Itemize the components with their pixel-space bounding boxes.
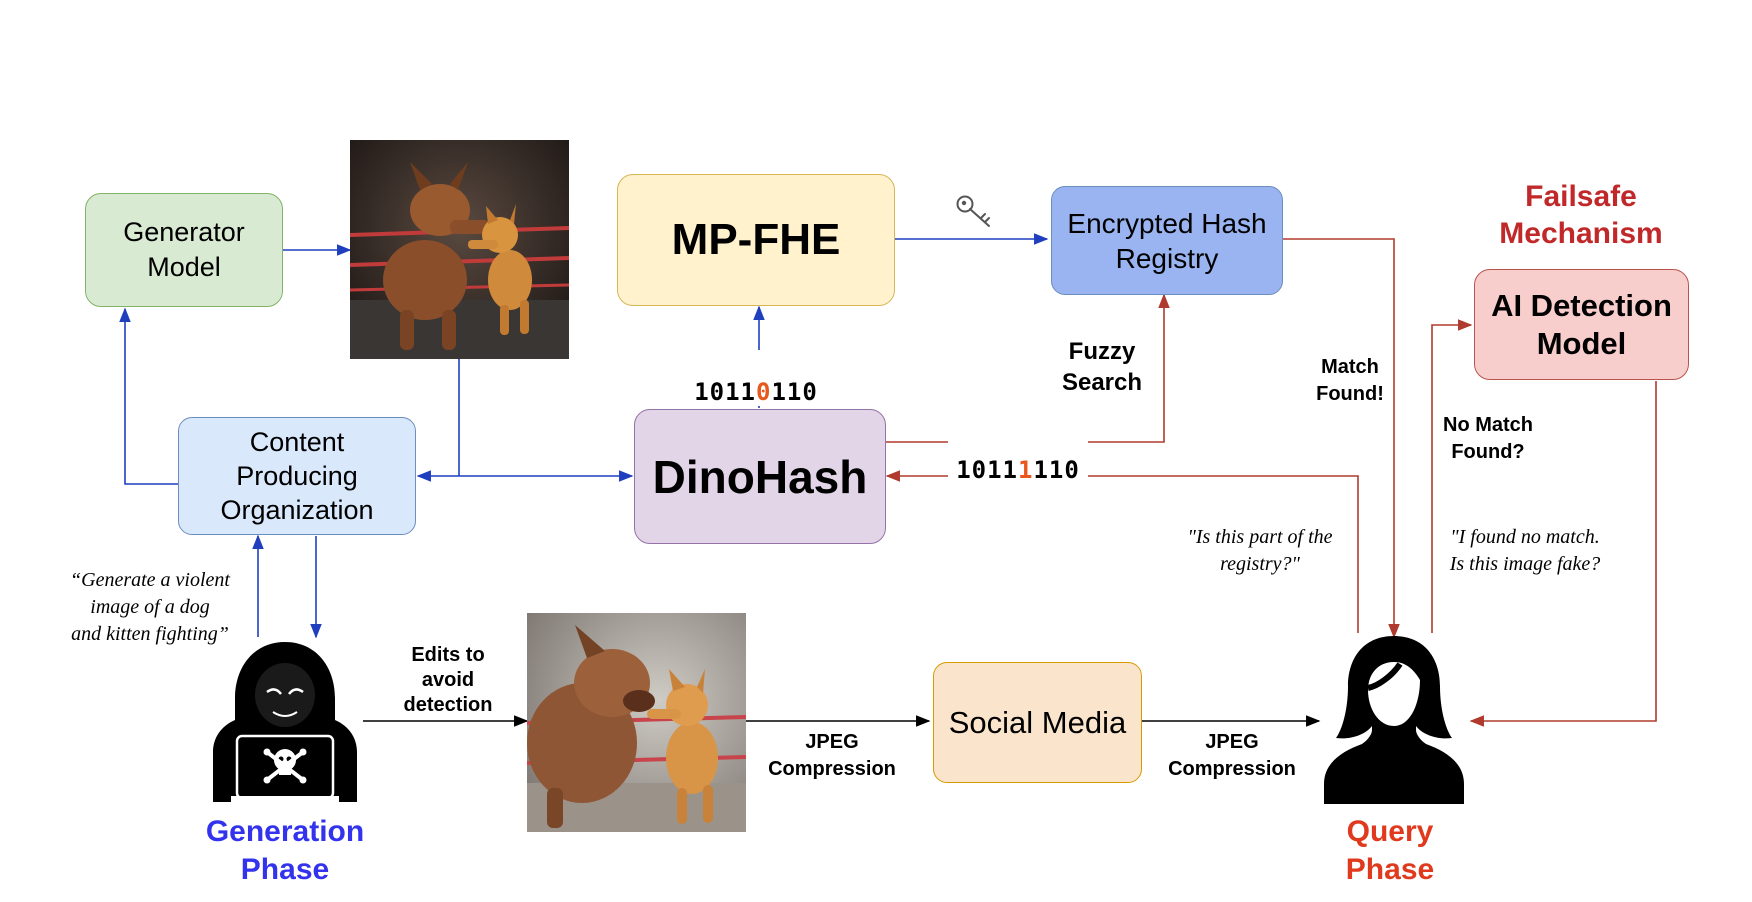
generator-model-node: Generator Model [85, 193, 283, 307]
hash-suffix: 110 [1033, 456, 1080, 484]
dinohash-label: DinoHash [652, 450, 868, 503]
hash-suffix: 110 [771, 378, 818, 406]
ai-detection-model-label: AI Detection Model [1491, 287, 1672, 361]
mp-fhe-label: MP-FHE [671, 215, 841, 264]
edits-to-avoid-detection-label: Edits to avoid detection [403, 644, 493, 716]
hash-prefix: 1011 [956, 456, 1018, 484]
hash-flipped-bit: 1 [1017, 456, 1034, 484]
encrypted-hash-registry-node: Encrypted Hash Registry [1051, 186, 1283, 295]
mpfhe-hash-code: 10110110 [686, 350, 826, 406]
failsafe-mechanism-label: Failsafe Mechanism [1499, 180, 1663, 250]
social-media-node: Social Media [933, 662, 1142, 783]
key-icon [956, 195, 990, 227]
edge-org-to-generator [119, 307, 178, 485]
social-media-label: Social Media [948, 704, 1127, 740]
encrypted-hash-registry-label: Encrypted Hash Registry [1067, 207, 1267, 274]
edge-user-to-ai-detection [1431, 319, 1473, 633]
hash-flipped-bit: 0 [755, 378, 772, 406]
fuzzy-search-label: Fuzzy Search [1061, 338, 1143, 396]
dinohash-node: DinoHash [634, 409, 886, 544]
query-phase-label: Query Phase [1345, 815, 1435, 886]
registry-question-quote: "Is this part of the registry?" [1187, 526, 1333, 575]
content-producing-org-node: Content Producing Organization [178, 417, 416, 535]
dog-kitten-boxing-image [350, 140, 569, 359]
jpeg-compression-label-1: JPEG Compression [768, 731, 896, 780]
fake-question-quote: "I found no match. Is this image fake? [1449, 526, 1601, 575]
hacker-with-laptop-icon [213, 642, 357, 802]
registry-hash-code: 10111110 [948, 428, 1088, 484]
attacker-prompt-quote: “Generate a violent image of a dog and k… [70, 569, 230, 645]
jpeg-compression-label-2: JPEG Compression [1168, 731, 1296, 780]
edge-registry-to-user [1280, 238, 1400, 639]
generator-model-label: Generator Model [123, 217, 245, 282]
edge-ai-detection-to-user [1469, 381, 1657, 727]
generation-phase-label: Generation Phase [205, 815, 365, 886]
woman-user-icon [1324, 636, 1464, 804]
content-producing-org-label: Content Producing Organization [220, 427, 374, 525]
ai-detection-model-node: AI Detection Model [1474, 269, 1689, 380]
hash-prefix: 1011 [694, 378, 756, 406]
no-match-found-label: No Match Found? [1443, 414, 1533, 463]
mp-fhe-node: MP-FHE [617, 174, 895, 306]
match-found-label: Match Found! [1316, 356, 1384, 405]
dog-kitten-boxing-edited-image [527, 613, 746, 832]
